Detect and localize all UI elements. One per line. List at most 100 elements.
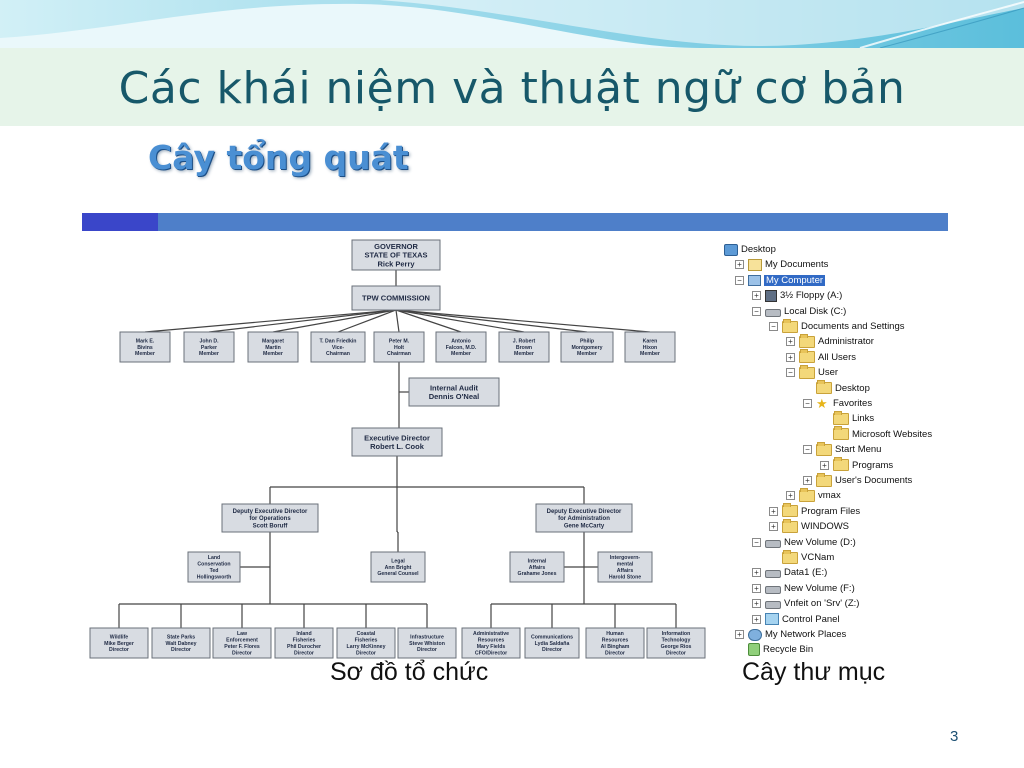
expand-icon[interactable]: + (786, 491, 795, 501)
tree-item[interactable]: VCNam (769, 549, 835, 565)
folder-icon (816, 472, 832, 487)
org-node-text: Member (199, 351, 219, 357)
tree-item-label: My Documents (765, 259, 829, 271)
folder-icon (782, 549, 798, 564)
folder-icon (782, 518, 798, 533)
tree-item-label: Favorites (833, 398, 873, 409)
org-node-text: TPW COMMISSION (362, 294, 430, 303)
tree-item-label: New Volume (D:) (784, 536, 856, 548)
expand-icon[interactable]: + (820, 460, 829, 470)
org-node-box (89, 627, 149, 659)
org-node-text: Wildlife (110, 634, 129, 640)
network-icon (748, 628, 762, 641)
tree-item[interactable]: +vmax (786, 487, 841, 503)
org-chart-caption: Sơ đồ tổ chức (330, 658, 489, 686)
tree-item[interactable]: +User's Documents (803, 472, 912, 488)
org-node-text: Technology (662, 638, 691, 644)
folder-icon (799, 333, 815, 348)
collapse-icon[interactable]: − (803, 445, 812, 455)
expand-icon[interactable]: + (735, 630, 744, 639)
org-node-text: for Administration (558, 516, 610, 522)
collapse-icon[interactable]: − (735, 275, 744, 285)
tree-item[interactable]: +My Network Places (735, 627, 846, 642)
folder-icon (782, 318, 798, 333)
org-node-text: Peter F. Flores (224, 644, 260, 650)
org-node-text: Mike Berger (104, 641, 134, 647)
recycle-bin-icon (748, 643, 760, 657)
collapse-icon[interactable]: − (803, 399, 812, 408)
star-icon: ★ (816, 395, 828, 411)
org-node-text: Margaret (262, 338, 284, 344)
org-node-box (408, 377, 500, 407)
tree-item[interactable]: Microsoft Websites (820, 426, 932, 442)
expand-icon[interactable]: + (752, 568, 761, 578)
tree-item[interactable]: +Programs (820, 457, 893, 473)
tree-item-label: VCNam (801, 552, 835, 563)
org-node-text: Montgomery (571, 345, 602, 351)
expand-icon[interactable]: + (803, 476, 812, 485)
org-node-box (247, 331, 299, 363)
tree-item[interactable]: − New Volume (D:) (752, 535, 856, 550)
expand-icon[interactable]: + (752, 583, 761, 593)
org-node-text: John D. (199, 338, 219, 344)
tree-item-label: WINDOWS (801, 521, 850, 533)
tree-item[interactable]: −User (786, 364, 838, 380)
org-node-text: Land (208, 555, 220, 561)
collapse-icon[interactable]: − (786, 368, 795, 378)
tree-item[interactable]: +3½ Floppy (A:) (752, 288, 842, 303)
collapse-icon[interactable]: − (769, 322, 778, 331)
collapse-icon[interactable]: − (752, 306, 761, 316)
org-node-text: Executive Director (364, 433, 430, 442)
expand-icon[interactable]: + (735, 260, 744, 270)
folder-icon (833, 457, 849, 472)
org-node-text: Mary Fields (477, 644, 506, 650)
expand-icon[interactable]: + (786, 337, 795, 347)
org-node-text: Inland (296, 631, 311, 637)
expand-icon[interactable]: + (769, 506, 778, 516)
tree-item[interactable]: + WINDOWS (769, 518, 850, 534)
tree-item[interactable]: −★ Favorites (803, 396, 872, 411)
org-node-text: Steve Whiston (409, 641, 445, 647)
org-node-text: Director (109, 647, 129, 653)
org-node-box (119, 331, 171, 363)
expand-icon[interactable]: + (752, 614, 761, 624)
tree-item[interactable]: −Local Disk (C:) (752, 304, 846, 319)
expand-icon[interactable]: + (752, 291, 761, 301)
org-node-text: Deputy Executive Director (233, 509, 308, 515)
org-node-box (435, 331, 487, 363)
expand-icon[interactable]: + (769, 522, 778, 532)
tree-item[interactable]: +Program Files (769, 503, 860, 519)
tree-item[interactable]: Desktop (724, 242, 776, 257)
tree-item[interactable]: +Administrator (786, 333, 874, 349)
drive-icon (765, 308, 781, 317)
tree-item[interactable]: +Data1 (E:) (752, 565, 827, 580)
org-node-text: Deputy Executive Director (547, 509, 622, 515)
tree-item[interactable]: Recycle Bin (735, 642, 813, 657)
folder-icon (799, 364, 815, 379)
tree-item[interactable]: +New Volume (F:) (752, 581, 855, 596)
tree-item[interactable]: Links (820, 410, 874, 426)
tree-item[interactable]: −Start Menu (803, 441, 881, 457)
collapse-icon[interactable]: − (752, 537, 761, 547)
tree-item[interactable]: + My Documents (735, 257, 828, 272)
tree-item[interactable]: +All Users (786, 349, 856, 365)
org-node-text: Ted (210, 568, 219, 574)
tree-item[interactable]: +Control Panel (752, 612, 840, 627)
org-node-box (524, 627, 580, 659)
tree-item[interactable]: +Vnfeit on 'Srv' (Z:) (752, 596, 859, 611)
tree-item[interactable]: −My Computer (735, 273, 826, 288)
tree-item[interactable]: −Documents and Settings (769, 318, 905, 334)
expand-icon[interactable]: + (786, 352, 795, 362)
tree-item[interactable]: Desktop (803, 380, 870, 396)
org-node-text: for Operations (249, 516, 291, 522)
picture-subtitle: Cây tổng quát (148, 138, 409, 177)
org-node-box (351, 427, 443, 457)
expand-icon[interactable]: + (752, 599, 761, 609)
